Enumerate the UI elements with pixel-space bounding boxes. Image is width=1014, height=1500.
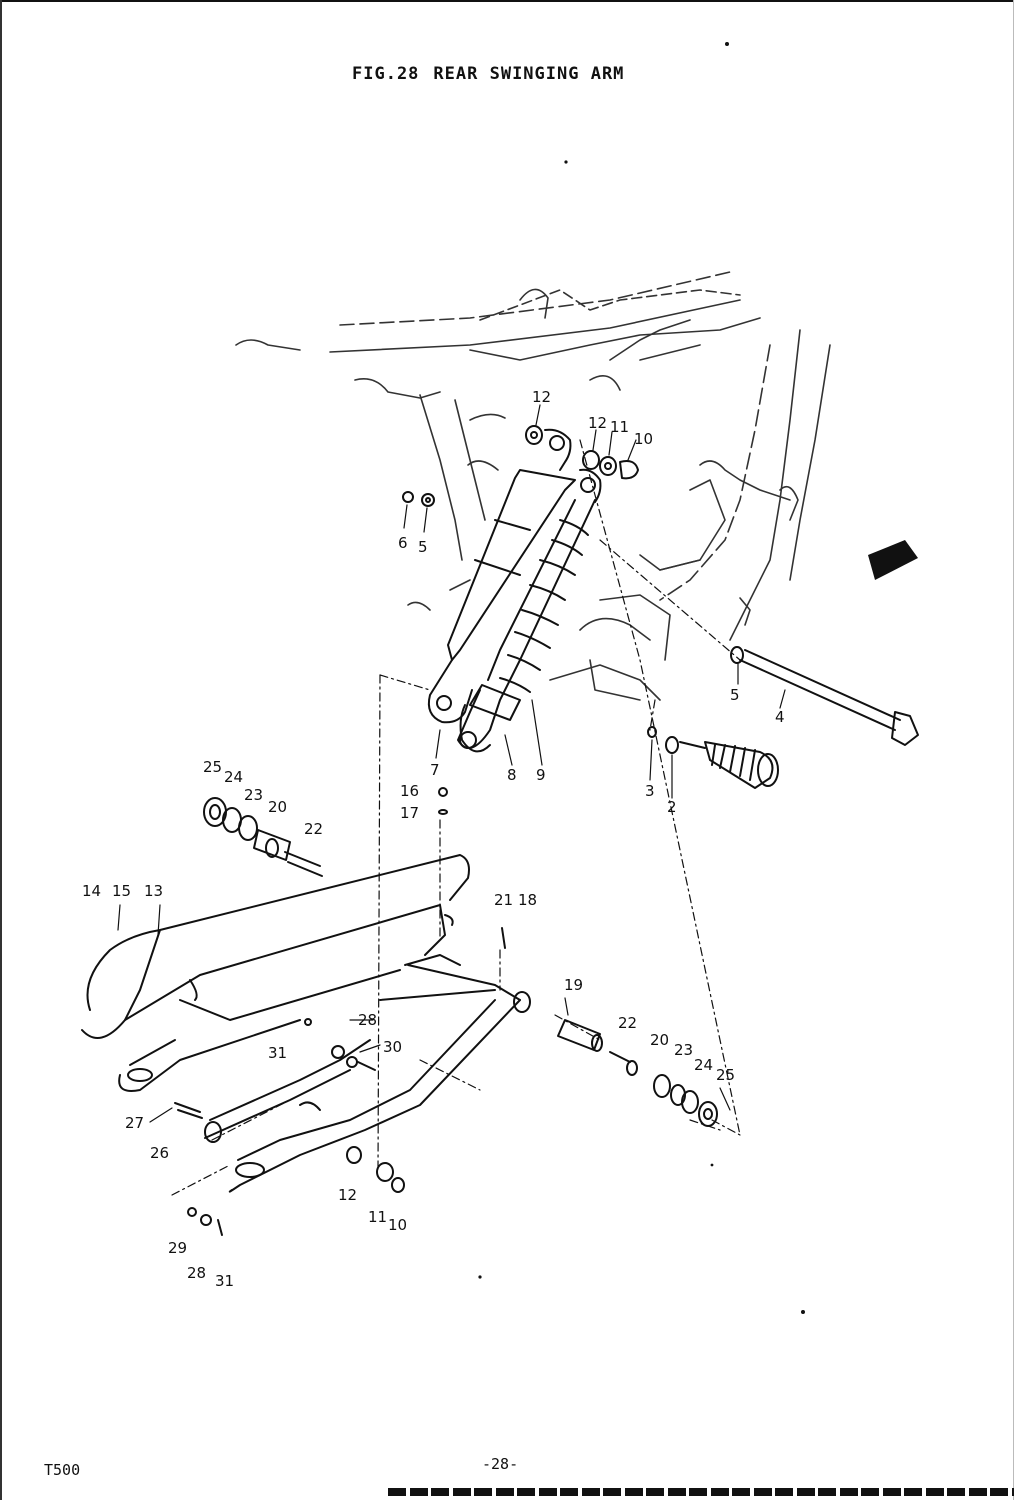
callout-ticks [117, 404, 786, 1123]
callout-22: 22 [618, 1014, 637, 1032]
callout-23: 23 [244, 786, 263, 804]
lower-shock-washers [346, 1146, 405, 1193]
callout-12: 12 [532, 388, 551, 406]
callout-22: 22 [304, 820, 323, 838]
scan-border-top [0, 0, 1014, 2]
scan-specks [478, 42, 805, 1314]
callout-17: 17 [400, 804, 419, 822]
frame-section [235, 271, 831, 701]
callout-10: 10 [634, 430, 653, 448]
bottom-nut-washer-pin [187, 1207, 223, 1236]
callout-6: 6 [398, 534, 408, 552]
front-direction-arrow-icon [868, 540, 918, 580]
callout-11: 11 [610, 418, 629, 436]
callout-16: 16 [400, 782, 419, 800]
callout-27: 27 [125, 1114, 144, 1132]
callout-29: 29 [168, 1239, 187, 1257]
callout-3: 3 [645, 782, 655, 800]
callout-14: 14 [82, 882, 101, 900]
callout-25: 25 [203, 758, 222, 776]
callout-30: 30 [383, 1038, 402, 1056]
footrest-assembly [647, 726, 779, 789]
callout-12: 12 [338, 1186, 357, 1204]
chain-adjuster-bolt [174, 1102, 203, 1119]
shock-top-washers [525, 425, 639, 480]
grease-nipple-studs [438, 787, 506, 949]
swinging-arm [81, 854, 531, 1193]
callout-21: 21 [494, 891, 513, 909]
torque-link-hardware [304, 1018, 376, 1071]
callout-26: 26 [150, 1144, 169, 1162]
callout-23: 23 [674, 1041, 693, 1059]
callout-12: 12 [588, 414, 607, 432]
swinging-arm-pivot-shaft [730, 646, 919, 746]
figure-number: FIG.28 [352, 64, 420, 84]
callout-24: 24 [694, 1056, 713, 1074]
page-number: -28- [482, 1455, 519, 1473]
callout-9: 9 [536, 766, 546, 784]
callout-28: 28 [187, 1264, 206, 1282]
callout-24: 24 [224, 768, 243, 786]
callout-4: 4 [775, 708, 785, 726]
model-code: T500 [44, 1461, 81, 1479]
callout-11: 11 [368, 1208, 387, 1226]
callout-19: 19 [564, 976, 583, 994]
callout-28: 28 [358, 1011, 377, 1029]
figure-title: FIG.28 REAR SWINGING ARM [352, 64, 638, 84]
callout-13: 13 [144, 882, 163, 900]
callout-18: 18 [518, 891, 537, 909]
callout-8: 8 [507, 766, 517, 784]
left-pivot-bushings [203, 797, 323, 877]
callout-5: 5 [418, 538, 428, 556]
figure-name: REAR SWINGING ARM [433, 64, 625, 84]
callout-7: 7 [430, 761, 440, 779]
callout-15: 15 [112, 882, 131, 900]
callout-10: 10 [388, 1216, 407, 1234]
rear-shock-absorber-right [457, 468, 602, 753]
leader-lines [171, 439, 741, 1196]
callout-numbers: 12 12 11 10 6 5 5 4 7 8 9 3 2 25 24 23 2… [82, 388, 785, 1290]
callout-20: 20 [268, 798, 287, 816]
callout-25: 25 [716, 1066, 735, 1084]
right-pivot-bushings [557, 1019, 718, 1127]
callout-2: 2 [667, 798, 677, 816]
mount-bolt-and-washer [402, 491, 435, 507]
scan-border-left [0, 0, 2, 1500]
scan-edge-bar [388, 1488, 1014, 1496]
callout-31: 31 [268, 1044, 287, 1062]
callout-31: 31 [215, 1272, 234, 1290]
callout-20: 20 [650, 1031, 669, 1049]
rear-shock-absorber-left [427, 428, 576, 724]
callout-5: 5 [730, 686, 740, 704]
